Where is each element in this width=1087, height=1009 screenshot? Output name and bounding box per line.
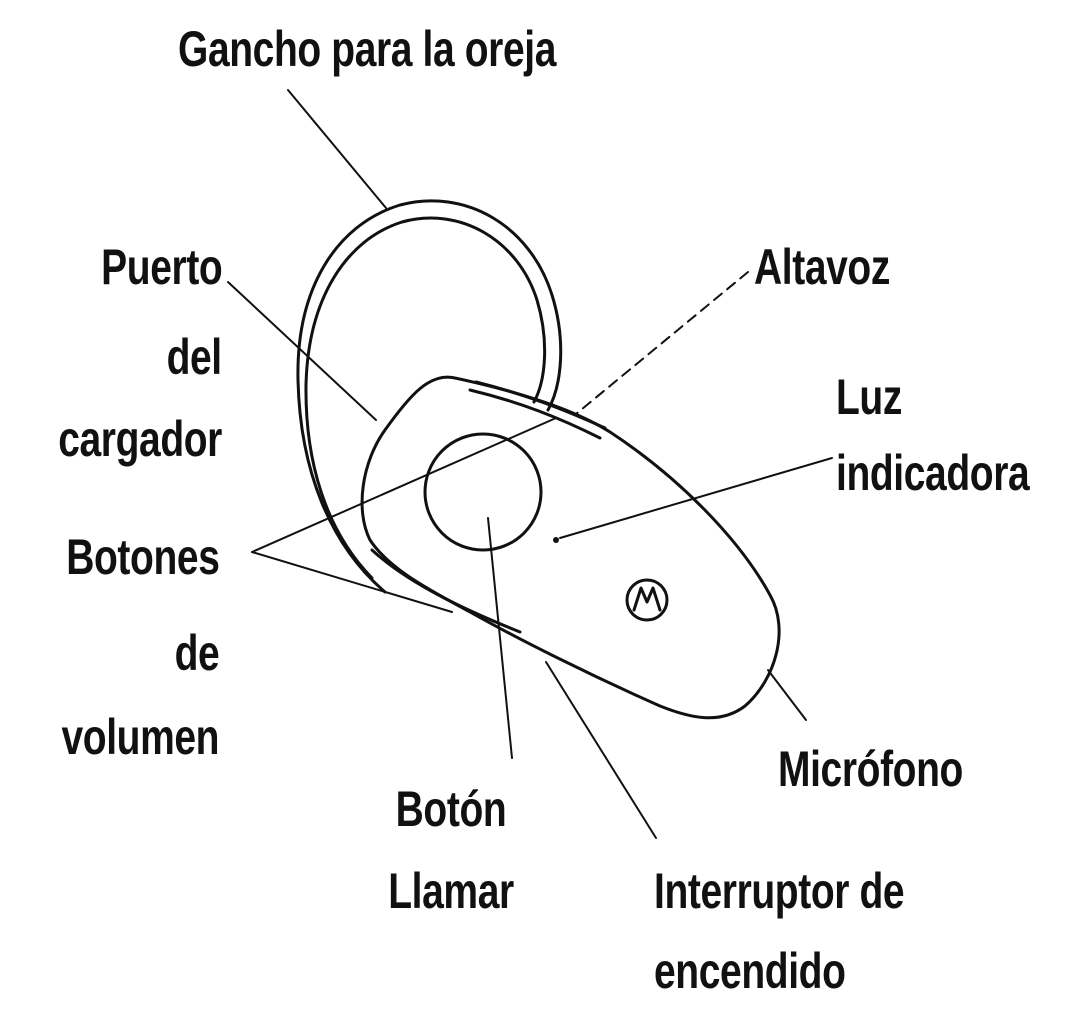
leader-power-switch: [545, 661, 657, 839]
label-charger-port-line-3: cargador: [58, 411, 222, 467]
label-power-switch-line-1: Interruptor de: [654, 863, 905, 919]
label-volume-buttons-line-2: de: [174, 625, 219, 681]
motorola-logo-icon: [625, 578, 669, 622]
speaker-grille-line-2: [474, 380, 607, 430]
leader-speaker: [575, 271, 749, 415]
motorola-logo-mark: [632, 586, 662, 612]
leader-indicator-light: [559, 457, 833, 539]
headset-body: [360, 375, 781, 720]
label-ear-hook: Gancho para la oreja: [178, 21, 557, 77]
label-microphone: Micrófono: [778, 741, 963, 797]
label-indicator-light-line-1: Luz: [836, 369, 902, 425]
leader-microphone: [767, 669, 807, 721]
label-call-button-line-1: Botón: [395, 781, 507, 837]
leader-ear-hook: [287, 89, 387, 209]
leader-charger-port: [227, 281, 377, 421]
leader-volume-up: [251, 417, 557, 553]
ear-hook-inner: [304, 216, 547, 580]
label-power-switch-line-2: encendido: [654, 943, 846, 999]
label-volume-buttons-line-3: volumen: [61, 709, 219, 765]
label-charger-port-line-1: Puerto: [100, 239, 223, 295]
label-speaker: Altavoz: [754, 239, 890, 295]
headset-bottom-edge: [370, 548, 522, 634]
label-indicator-light-line-2: indicadora: [836, 445, 1030, 501]
indicator-light-dot: [553, 537, 559, 543]
speaker-grille-line-1: [468, 388, 602, 440]
call-button-circle: [423, 432, 543, 552]
label-call-button-line-2: Llamar: [388, 863, 514, 919]
label-charger-port-line-2: del: [166, 329, 223, 385]
ear-hook-outer: [296, 199, 563, 594]
leader-call-button: [487, 517, 513, 759]
label-volume-buttons-line-1: Botones: [65, 529, 220, 585]
leader-volume-down: [251, 551, 453, 613]
